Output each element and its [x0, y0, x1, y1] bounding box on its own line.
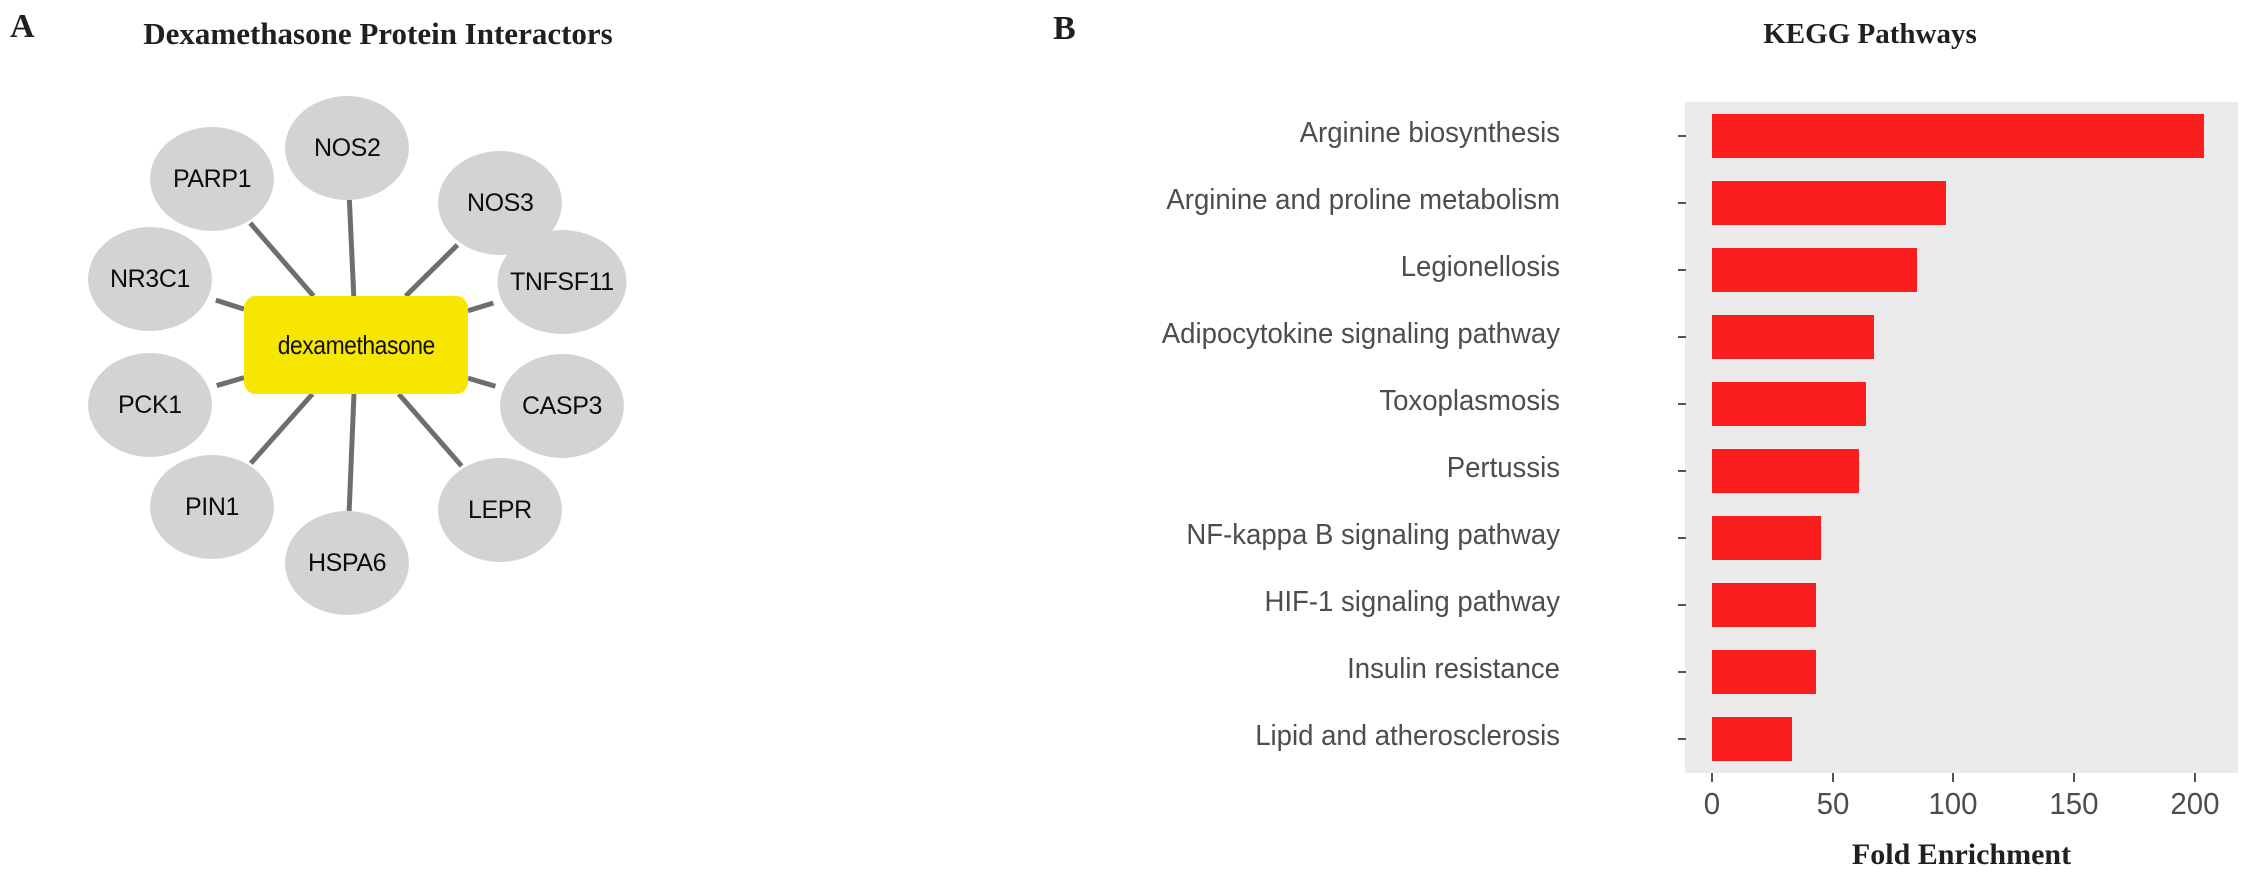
y-axis-label: Pertussis [1446, 452, 1560, 485]
node-hspa6[interactable]: HSPA6 [285, 511, 409, 615]
x-axis-tick [2073, 773, 2076, 782]
y-axis-label: Lipid and atherosclerosis [1255, 720, 1560, 753]
y-axis-label: Legionellosis [1400, 250, 1560, 283]
x-axis-tick [1831, 773, 1834, 782]
bar[interactable] [1712, 247, 1918, 292]
bar-row [1685, 236, 2238, 303]
bar[interactable] [1712, 717, 1792, 762]
x-axis-tick-label: 100 [1928, 786, 1978, 821]
node-parp1[interactable]: PARP1 [150, 127, 274, 231]
network-title: Dexamethasone Protein Interactors [143, 16, 613, 51]
network-edge [216, 375, 245, 388]
bar[interactable] [1712, 180, 1947, 225]
x-axis-tick-label: 50 [1816, 786, 1850, 821]
network-edge [346, 199, 357, 297]
bar[interactable] [1712, 449, 1860, 494]
bar-row [1685, 169, 2238, 236]
x-axis-tick [2193, 773, 2196, 782]
node-dexamethasone[interactable]: dexamethasone [244, 296, 468, 394]
network-edge [467, 300, 495, 314]
node-label: PARP1 [172, 164, 252, 193]
y-axis-tick [1678, 201, 1686, 204]
bar-row [1685, 706, 2238, 773]
y-axis-label: Arginine biosynthesis [1299, 116, 1560, 149]
x-axis-tick [1711, 773, 1713, 782]
bar-row [1685, 370, 2238, 437]
node-pck1[interactable]: PCK1 [88, 353, 212, 457]
bar-row [1685, 438, 2238, 505]
y-axis-tick [1678, 268, 1686, 271]
y-axis-tick [1678, 335, 1686, 338]
y-axis-label: Toxoplasmosis [1379, 384, 1560, 417]
x-axis-tick-label: 150 [2049, 786, 2099, 821]
y-axis-tick [1678, 671, 1686, 674]
network-edge [248, 221, 316, 298]
y-axis-label: NF-kappa B signaling pathway [1186, 519, 1560, 552]
node-tnfsf11[interactable]: TNFSF11 [497, 230, 627, 334]
node-dexamethasone-label: dexamethasone [277, 329, 435, 360]
bar-row [1685, 505, 2238, 572]
node-lepr[interactable]: LEPR [438, 458, 562, 562]
node-label: NOS2 [313, 133, 381, 162]
bars-layer [1685, 102, 2238, 773]
node-label: PIN1 [184, 492, 239, 521]
y-axis-tick [1678, 470, 1686, 473]
network-edges-svg [215, 199, 497, 512]
node-nos2[interactable]: NOS2 [285, 96, 409, 200]
network-edge [249, 392, 315, 465]
x-axis-tick [1952, 773, 1955, 782]
node-label: NR3C1 [109, 264, 190, 293]
network-edge [346, 393, 357, 512]
node-casp3[interactable]: CASP3 [500, 354, 624, 458]
y-axis-tick [1678, 537, 1686, 540]
bar-row [1685, 639, 2238, 706]
network-edge [403, 243, 460, 298]
y-axis-tick [1678, 604, 1686, 607]
node-label: LEPR [468, 495, 532, 524]
y-axis-label: Arginine and proline metabolism [1166, 183, 1560, 216]
bar[interactable] [1712, 314, 1874, 359]
y-axis-label: HIF-1 signaling pathway [1264, 586, 1560, 619]
bar-row [1685, 572, 2238, 639]
panel-letter-b: B [1053, 10, 1076, 47]
node-label: CASP3 [521, 391, 602, 420]
node-label: TNFSF11 [510, 267, 614, 296]
bar-row [1685, 303, 2238, 370]
panel-letter-a: A [10, 8, 35, 45]
x-axis-tick-label: 0 [1703, 786, 1721, 821]
bar[interactable] [1712, 583, 1816, 628]
x-axis-title: Fold Enrichment [1851, 838, 2072, 871]
bar-row [1685, 102, 2238, 169]
node-label: NOS3 [466, 188, 534, 217]
y-axis-tick [1678, 402, 1686, 405]
bar[interactable] [1712, 650, 1816, 695]
node-pin1[interactable]: PIN1 [150, 455, 274, 559]
kegg-chart-title: KEGG Pathways [1763, 18, 1977, 50]
node-label: PCK1 [118, 390, 182, 419]
bar[interactable] [1712, 381, 1867, 426]
network-edge [215, 297, 245, 312]
bar[interactable] [1712, 113, 2205, 158]
plot-area [1685, 102, 2238, 773]
node-label: HSPA6 [307, 548, 387, 577]
y-axis-tick [1678, 134, 1686, 137]
node-nr3c1[interactable]: NR3C1 [88, 227, 212, 331]
network-edge [467, 375, 497, 389]
network-edge [396, 392, 464, 468]
x-axis-tick-label: 200 [2170, 786, 2220, 821]
y-axis-tick [1678, 738, 1686, 741]
y-axis-label: Adipocytokine signaling pathway [1161, 317, 1560, 350]
bar[interactable] [1712, 516, 1821, 561]
y-axis-label: Insulin resistance [1347, 653, 1560, 686]
